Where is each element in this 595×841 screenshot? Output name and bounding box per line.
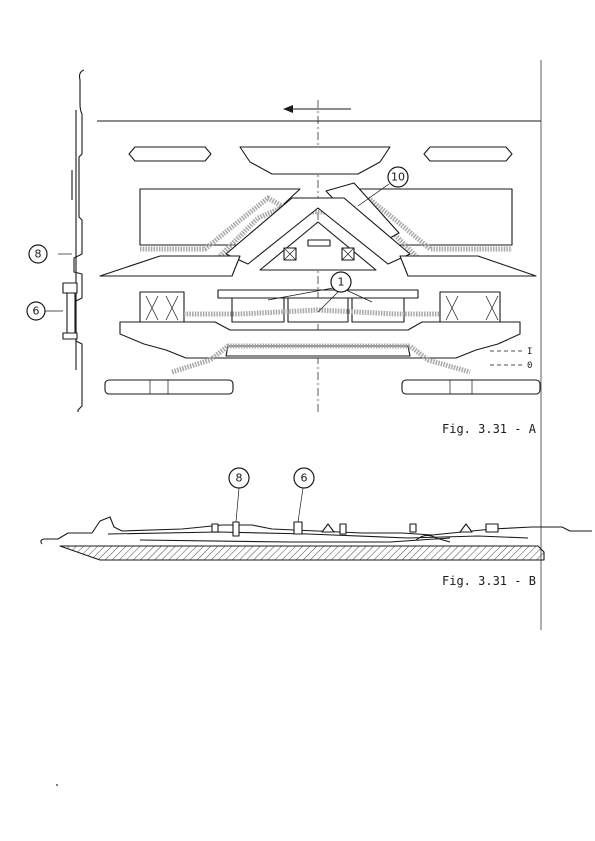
scan-speck [56, 784, 58, 786]
svg-text:I: I [527, 347, 532, 357]
lower-wing-left [99, 255, 241, 277]
cam-upper-centre [239, 146, 391, 175]
legend: I 0 [490, 347, 532, 371]
direction-arrow-icon [283, 105, 351, 113]
cam-track-lower [171, 343, 471, 375]
callout-10: 10 [387, 166, 409, 188]
svg-text:0: 0 [527, 361, 532, 371]
figure-a-drawing: 8 6 [26, 69, 541, 415]
figure-a-caption: Fig. 3.31 - A [442, 422, 536, 436]
base-hatch [60, 546, 544, 560]
needle-profile [45, 69, 85, 412]
triangle-cam [225, 197, 411, 265]
svg-text:6: 6 [33, 305, 40, 318]
cam-top-right [423, 146, 513, 162]
box-right [439, 291, 501, 325]
cam-track-middle [184, 307, 440, 317]
x-box-left-upper [283, 247, 297, 261]
figure-b-caption: Fig. 3.31 - B [442, 574, 536, 588]
svg-text:6: 6 [301, 472, 308, 485]
svg-text:1: 1 [338, 276, 345, 289]
svg-text:8: 8 [236, 472, 243, 485]
lower-wing-right [399, 255, 537, 277]
cam-track-upper [140, 195, 512, 252]
small-block [307, 239, 331, 247]
cam-top-left [128, 146, 212, 162]
callout-6-a: 6 [26, 301, 46, 321]
svg-text:8: 8 [35, 248, 42, 261]
post-6 [293, 521, 303, 535]
figure-b-drawing: 8 6 [40, 467, 592, 561]
post-8 [232, 521, 240, 537]
callout-1: 1 [330, 271, 352, 293]
callout-8-a: 8 [28, 244, 48, 264]
rail-bottom-left [104, 379, 234, 395]
x-box-right-upper [341, 247, 355, 261]
callout-8-b: 8 [228, 467, 250, 489]
svg-text:10: 10 [391, 171, 405, 184]
callout-6-b: 6 [293, 467, 315, 489]
rail-bottom-right [401, 379, 541, 395]
lower-cam-base [119, 321, 521, 359]
